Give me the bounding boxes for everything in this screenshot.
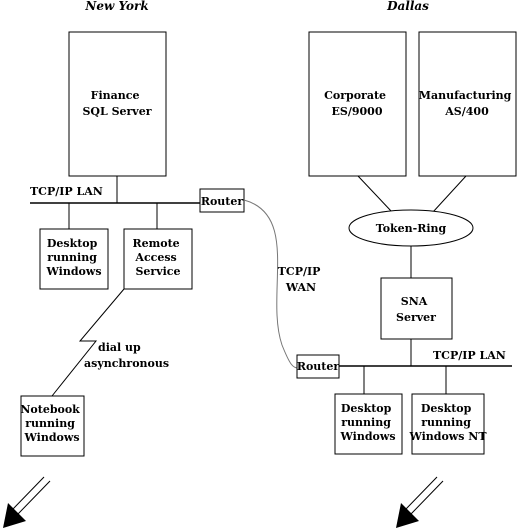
finance-sql-server-box [68,31,167,177]
ny-router-label: Router [201,195,244,208]
dallas-tcpip-lan-label: TCP/IP LAN [433,349,506,362]
remote-access-service-box [123,228,193,290]
arrow-down-left-icon [3,476,51,528]
wan-link [243,199,299,369]
arrow-down-left-icon [396,476,444,528]
notebook-box [20,395,85,457]
dallas-router-box [296,354,340,379]
sna-server-label: SNA Server [396,295,436,324]
dallas-desktop-1-label: Desktop running Windows [339,402,395,443]
remote-access-service-label: Remote Access Service [132,237,183,278]
wan-label: TCP/IP WAN [278,265,325,294]
dallas-desktop-1-box [334,393,403,455]
notebook-label: Notebook running Windows [20,403,83,444]
corporate-es9000-label: Corporate ES/9000 [324,89,390,118]
city-dallas: Dallas [386,0,429,13]
token-ring-label: Token-Ring [376,222,447,235]
corporate-ring-link [357,175,393,213]
dialup-link [51,288,125,397]
finance-sql-server-label: Finance SQL Server [82,89,151,118]
ny-desktop-label: Desktop running Windows [45,237,101,278]
dialup-label: dial up asynchronous [84,341,169,370]
manufacturing-ring-link [432,175,467,213]
dallas-router-label: Router [297,360,340,373]
manufacturing-as400-label: Manufacturing AS/400 [419,89,515,118]
sna-server-box [380,277,453,340]
dallas-desktop-2-box [411,393,485,455]
dallas-desktop-2-label: Desktop running Windows NT [408,402,487,443]
ny-desktop-box [39,228,109,290]
corporate-es9000-box [308,31,407,177]
ny-tcpip-lan-label: TCP/IP LAN [30,185,103,198]
city-new-york: New York [84,0,148,13]
manufacturing-as400-box [418,31,517,177]
